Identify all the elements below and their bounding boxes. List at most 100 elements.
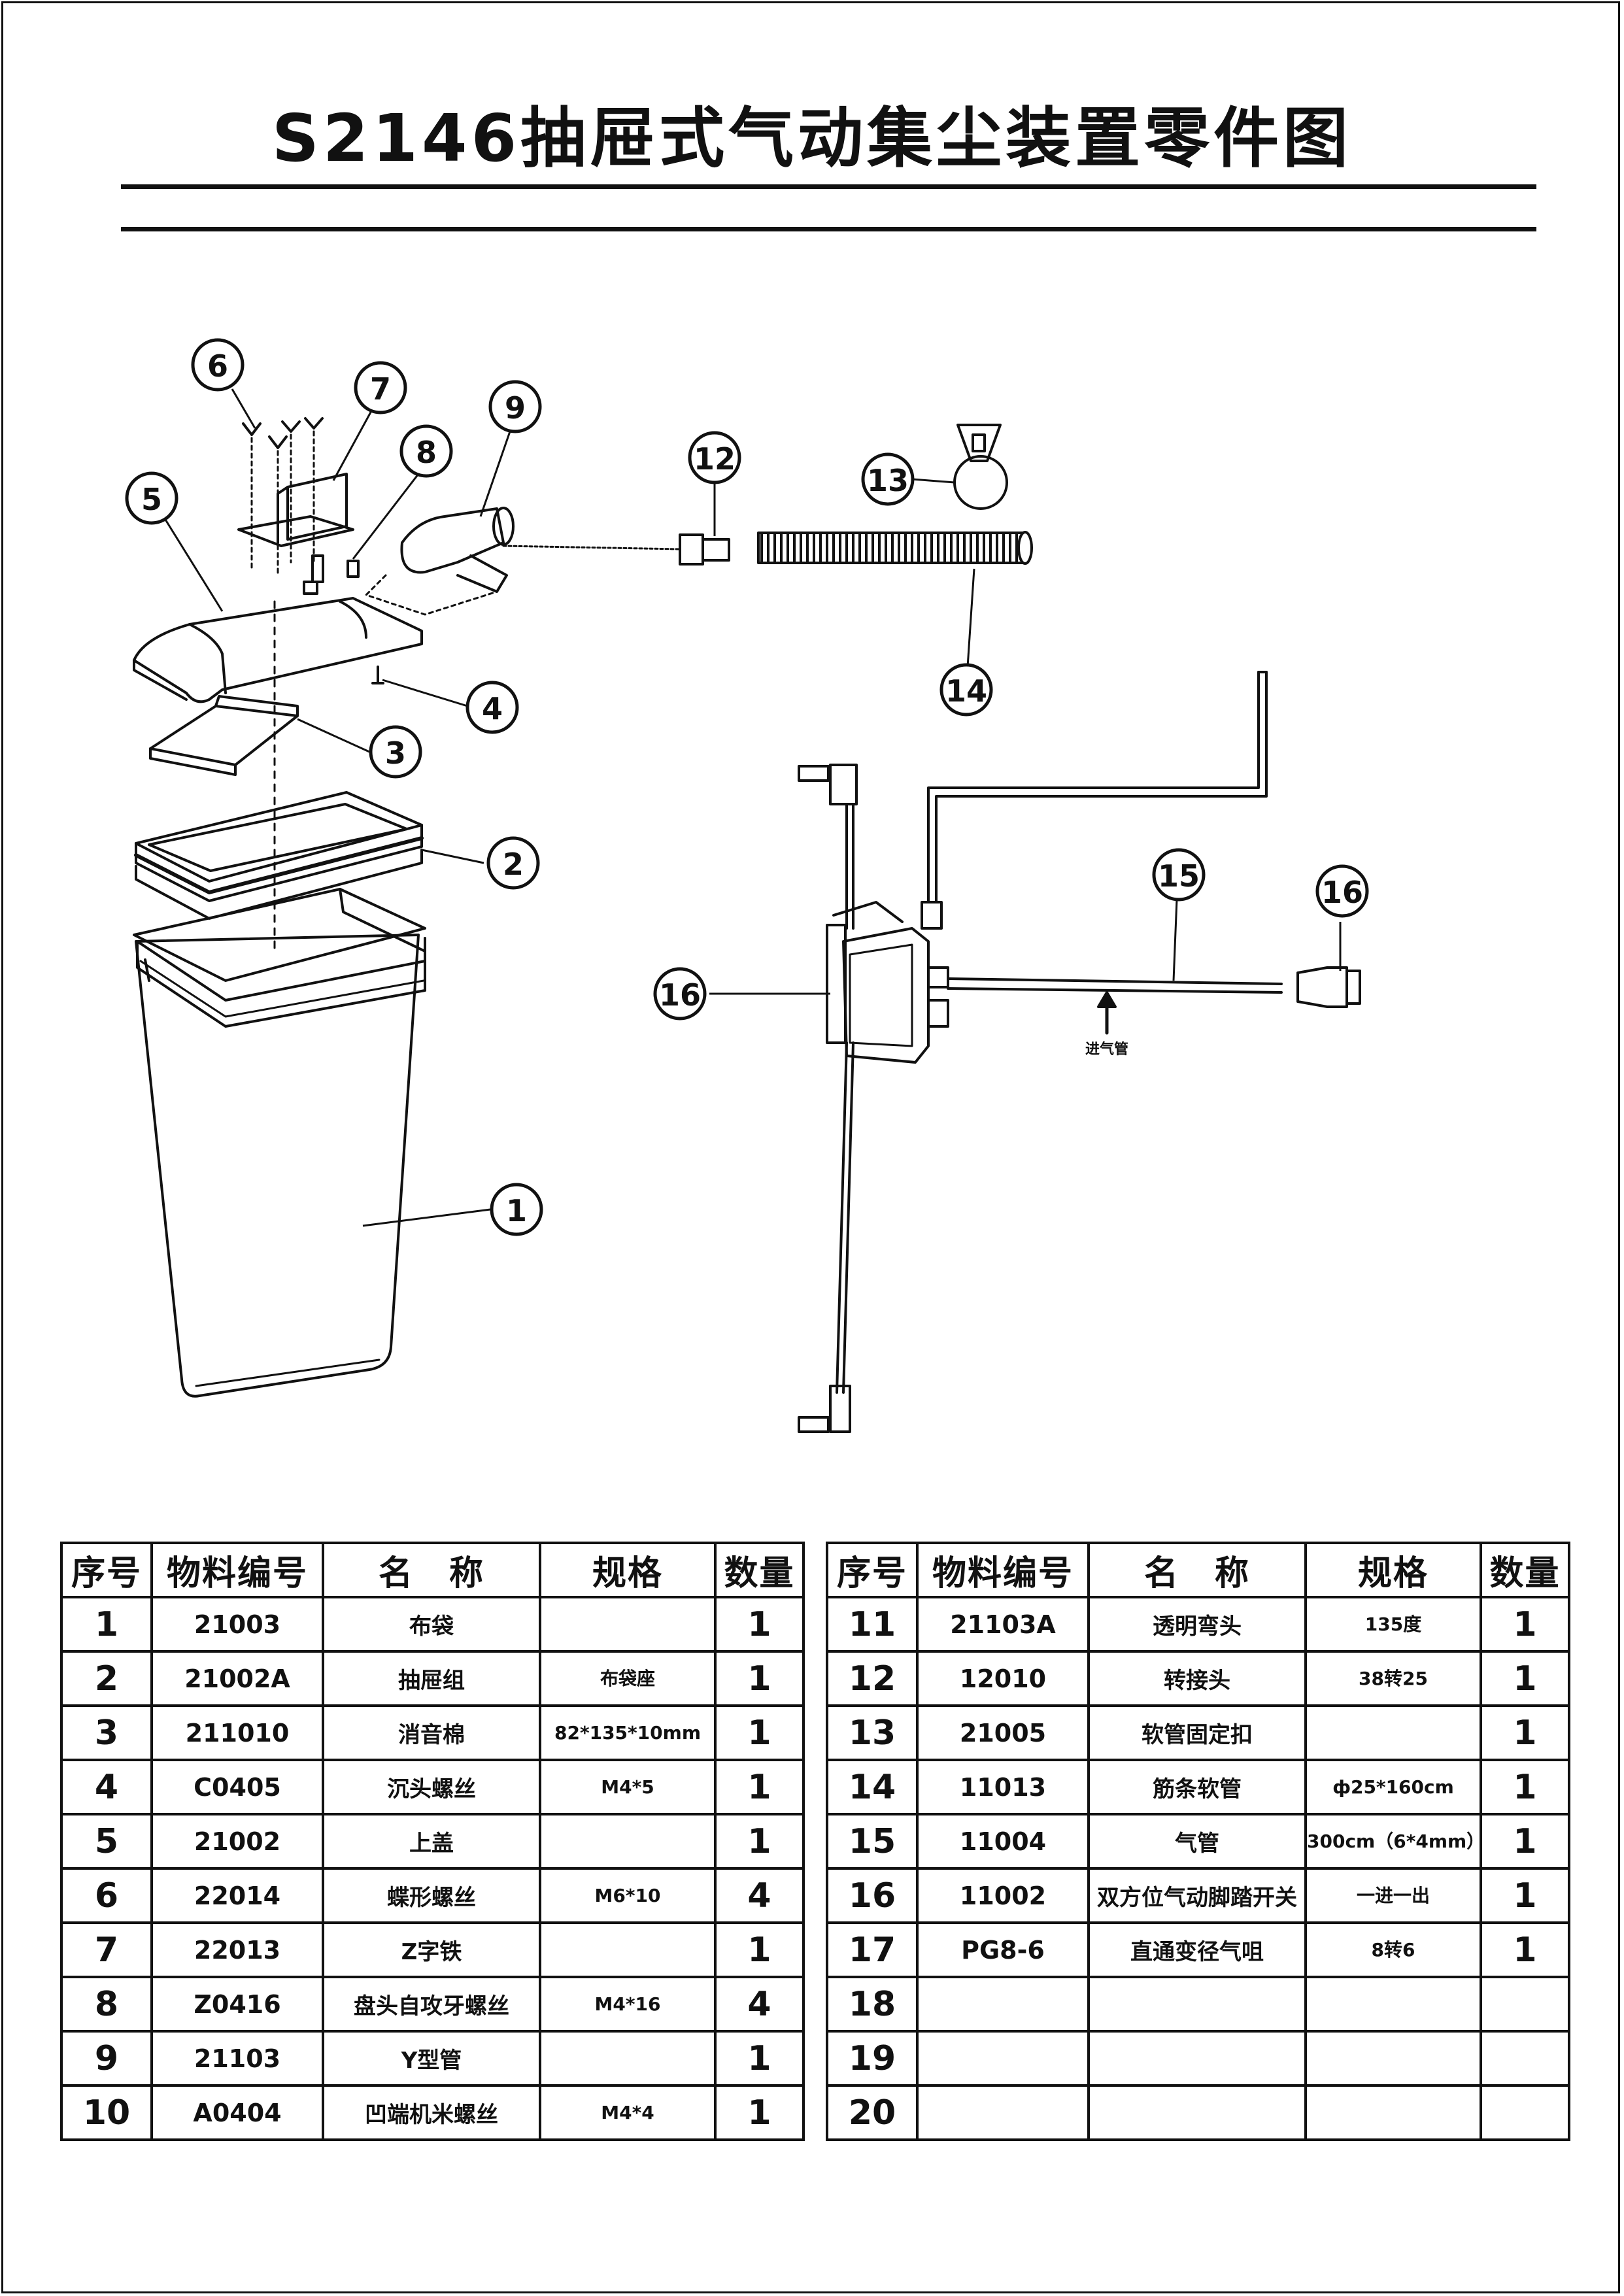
row-name: 气管 <box>1087 1813 1307 1870</box>
callout-circle <box>399 424 453 478</box>
row-name: Y型管 <box>322 2030 541 2087</box>
row-code: 11002 <box>916 1867 1090 1924</box>
row-spec <box>1304 1976 1482 2033</box>
row-qty <box>1480 2030 1570 2087</box>
row-name: 抽屉组 <box>322 1650 541 1707</box>
callout-12: 12 <box>694 441 736 477</box>
row-code: 21103 <box>150 2030 324 2087</box>
row-seq: 9 <box>60 2030 153 2087</box>
row-seq: 20 <box>826 2084 919 2141</box>
row-spec: 38转25 <box>1304 1650 1482 1707</box>
row-qty: 1 <box>714 1596 805 1653</box>
callout-16-switch: 16 <box>659 977 701 1013</box>
row-code: C0405 <box>150 1759 324 1815</box>
row-qty: 1 <box>714 2084 805 2141</box>
bag-mouth-frame <box>133 888 426 1028</box>
page-title: S2146抽屉式气动集尘装置零件图 <box>271 100 1353 177</box>
row-seq: 17 <box>826 1921 919 1978</box>
row-spec <box>539 1813 717 1870</box>
row-code: A0404 <box>150 2084 324 2141</box>
leader-lines <box>162 388 1342 1227</box>
callout-circle <box>369 725 422 779</box>
header-qty: 数量 <box>1480 1542 1570 1598</box>
callout-9: 9 <box>505 390 526 426</box>
callout-4: 4 <box>482 691 503 726</box>
callout-14: 14 <box>945 673 987 709</box>
row-name: 布袋 <box>322 1596 541 1653</box>
row-qty <box>1480 1976 1570 2033</box>
callout-circle <box>465 681 519 734</box>
row-qty <box>1480 2084 1570 2141</box>
part-16-foot-pedal-switch <box>826 901 949 1064</box>
row-seq: 6 <box>60 1867 153 1924</box>
row-code <box>916 1976 1090 2033</box>
part-6-wing-screws <box>242 417 324 577</box>
row-spec <box>1304 1704 1482 1761</box>
part-14-ribbed-hose <box>757 532 1028 564</box>
callout-2: 2 <box>503 847 524 882</box>
row-seq: 10 <box>60 2084 153 2141</box>
part-2-drawer-frame <box>134 791 424 920</box>
row-qty: 4 <box>714 1867 805 1924</box>
row-qty: 1 <box>1480 1867 1570 1924</box>
row-spec: M4*16 <box>539 1976 717 2033</box>
row-seq: 2 <box>60 1650 153 1707</box>
row-name: 软管固定扣 <box>1087 1704 1307 1761</box>
row-spec: M4*4 <box>539 2084 717 2141</box>
row-qty: 1 <box>714 1759 805 1815</box>
part-1-cloth-bag <box>135 934 420 1398</box>
row-code: 11013 <box>916 1759 1090 1815</box>
callout-circle <box>688 431 741 484</box>
row-spec <box>1304 2084 1482 2141</box>
header-spec: 规格 <box>1304 1542 1482 1598</box>
row-spec: 82*135*10mm <box>539 1704 717 1761</box>
row-code: Z0416 <box>150 1976 324 2033</box>
row-qty: 1 <box>1480 1813 1570 1870</box>
part-4-countersunk-screw <box>371 666 384 684</box>
row-qty: 1 <box>1480 1596 1570 1653</box>
row-seq: 15 <box>826 1813 919 1870</box>
row-code: 21002A <box>150 1650 324 1707</box>
callout-circle <box>1315 864 1369 918</box>
row-seq: 18 <box>826 1976 919 2033</box>
bom-header-row: 序号 物料编号 名 称 规格 数量 <box>60 1542 805 1598</box>
row-name <box>1087 2084 1307 2141</box>
part-13-hose-clip <box>953 424 1008 510</box>
header-qty: 数量 <box>714 1542 805 1598</box>
air-tube-lines <box>798 671 1283 1433</box>
row-qty: 1 <box>1480 1759 1570 1815</box>
part-7-z-bracket <box>237 473 354 547</box>
row-name: 上盖 <box>322 1813 541 1870</box>
row-name: 沉头螺丝 <box>322 1759 541 1815</box>
row-name: 筋条软管 <box>1087 1759 1307 1815</box>
row-name: Z字铁 <box>322 1921 541 1978</box>
row-seq: 3 <box>60 1704 153 1761</box>
callout-5: 5 <box>141 482 162 517</box>
callout-circle <box>354 361 407 414</box>
callout-bubbles <box>125 338 1369 1236</box>
row-qty: 1 <box>714 1704 805 1761</box>
row-seq: 12 <box>826 1650 919 1707</box>
row-qty: 1 <box>714 1813 805 1870</box>
row-spec: 300cm（6*4mm） <box>1304 1813 1485 1870</box>
callout-circle <box>490 1183 543 1236</box>
row-code: 211010 <box>150 1704 324 1761</box>
title-rule-top <box>121 184 1536 189</box>
header-name: 名 称 <box>322 1542 541 1598</box>
row-name: 直通变径气咀 <box>1087 1921 1307 1978</box>
callout-15: 15 <box>1158 858 1200 894</box>
row-seq: 11 <box>826 1596 919 1653</box>
callout-13: 13 <box>867 463 909 498</box>
